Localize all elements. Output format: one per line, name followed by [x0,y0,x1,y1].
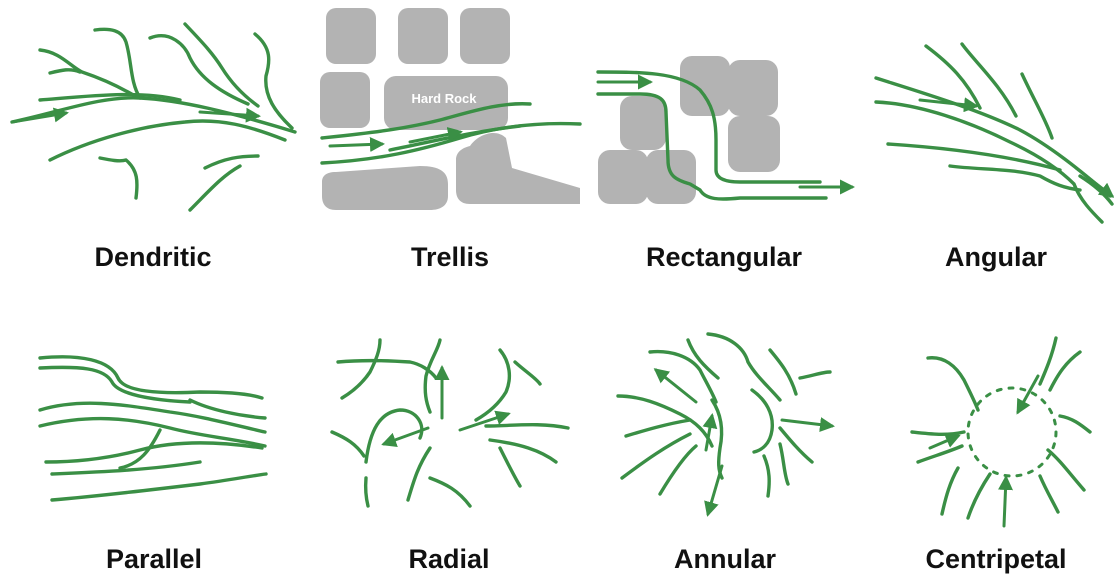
radial-channel [366,410,422,462]
radial-channel [332,432,364,456]
annular-flow-arrow [782,420,832,426]
radial-label: Radial [408,544,489,574]
annular-channel [708,334,780,400]
rock-block [728,60,778,116]
centripetal-channel [1048,450,1084,490]
radial-channel [500,448,520,486]
angular-main-channel [876,78,1110,196]
hard-rock-label: Hard Rock [411,91,477,106]
angular-channel [1022,74,1052,138]
radial-channel [342,340,380,398]
dendritic-branch [100,158,137,198]
angular-label: Angular [945,242,1047,272]
annular-channel [660,446,696,494]
parallel-panel: Parallel [40,357,266,574]
parallel-channel [40,403,265,432]
trellis-panel: Hard Rock Trellis [320,8,580,272]
rock-block [322,166,448,210]
annular-channel [800,372,830,378]
annular-channel [780,428,812,462]
angular-channel [1080,176,1112,204]
centripetal-channel [912,432,964,434]
angular-channel [888,144,1060,170]
radial-channel [476,350,509,420]
rock-block [646,150,696,204]
dendritic-label: Dendritic [94,242,211,272]
annular-channel [764,456,769,496]
rock-block [460,8,510,64]
dendritic-flow-arrow [200,112,258,116]
radial-channel [408,448,430,500]
rock-block [598,150,648,204]
trellis-label: Trellis [411,242,489,272]
radial-channel [486,425,568,428]
centripetal-channel [942,468,958,514]
parallel-label: Parallel [106,544,202,574]
centripetal-channel [968,474,990,518]
parallel-channel [46,443,262,462]
radial-channel [338,361,436,379]
annular-channel [618,396,712,446]
centripetal-channel [1040,476,1058,512]
centripetal-label: Centripetal [925,544,1066,574]
angular-flow-arrow [1076,168,1112,196]
centripetal-channel [1060,416,1090,432]
centripetal-panel: Centripetal [912,338,1090,574]
radial-panel: Radial [332,340,568,574]
annular-channel [780,444,788,484]
centripetal-channel [928,358,978,410]
annular-channel [622,434,690,478]
trellis-flow-arrow [330,144,382,146]
annular-channel [752,390,772,452]
rock-block [398,8,448,64]
annular-channel [770,350,796,394]
centripetal-flow-arrow [930,436,958,448]
dendritic-branch [50,121,285,160]
dendritic-branch [205,156,258,168]
annular-channel [626,420,690,436]
rock-block [320,72,370,128]
centripetal-channel [918,446,962,462]
rectangular-label: Rectangular [646,242,803,272]
centripetal-channel [1050,352,1080,390]
dendritic-branch [190,166,240,210]
rock-block [728,116,780,172]
centripetal-channel [1040,338,1056,384]
rectangular-panel: Rectangular [598,56,852,272]
rock-block [620,96,666,150]
parallel-channel [40,357,262,398]
radial-channel [366,478,368,506]
dendritic-branch [50,70,80,73]
centripetal-flow-arrow [1004,478,1006,526]
annular-panel: Annular [618,334,832,574]
centripetal-basin-outline [968,388,1056,476]
rock-block [326,8,376,64]
dendritic-branch [255,34,292,128]
dendritic-panel: Dendritic [12,24,295,272]
rock-block [680,56,730,116]
annular-channel [650,352,716,402]
angular-panel: Angular [876,44,1112,272]
annular-label: Annular [674,544,776,574]
rock-block [456,133,580,204]
radial-channel [430,478,470,506]
parallel-channel [52,474,266,500]
parallel-channel [190,400,265,418]
annular-flow-arrow [708,466,722,514]
dendritic-branch [150,36,248,104]
radial-channel [515,362,540,384]
annular-flow-arrow [656,370,696,402]
